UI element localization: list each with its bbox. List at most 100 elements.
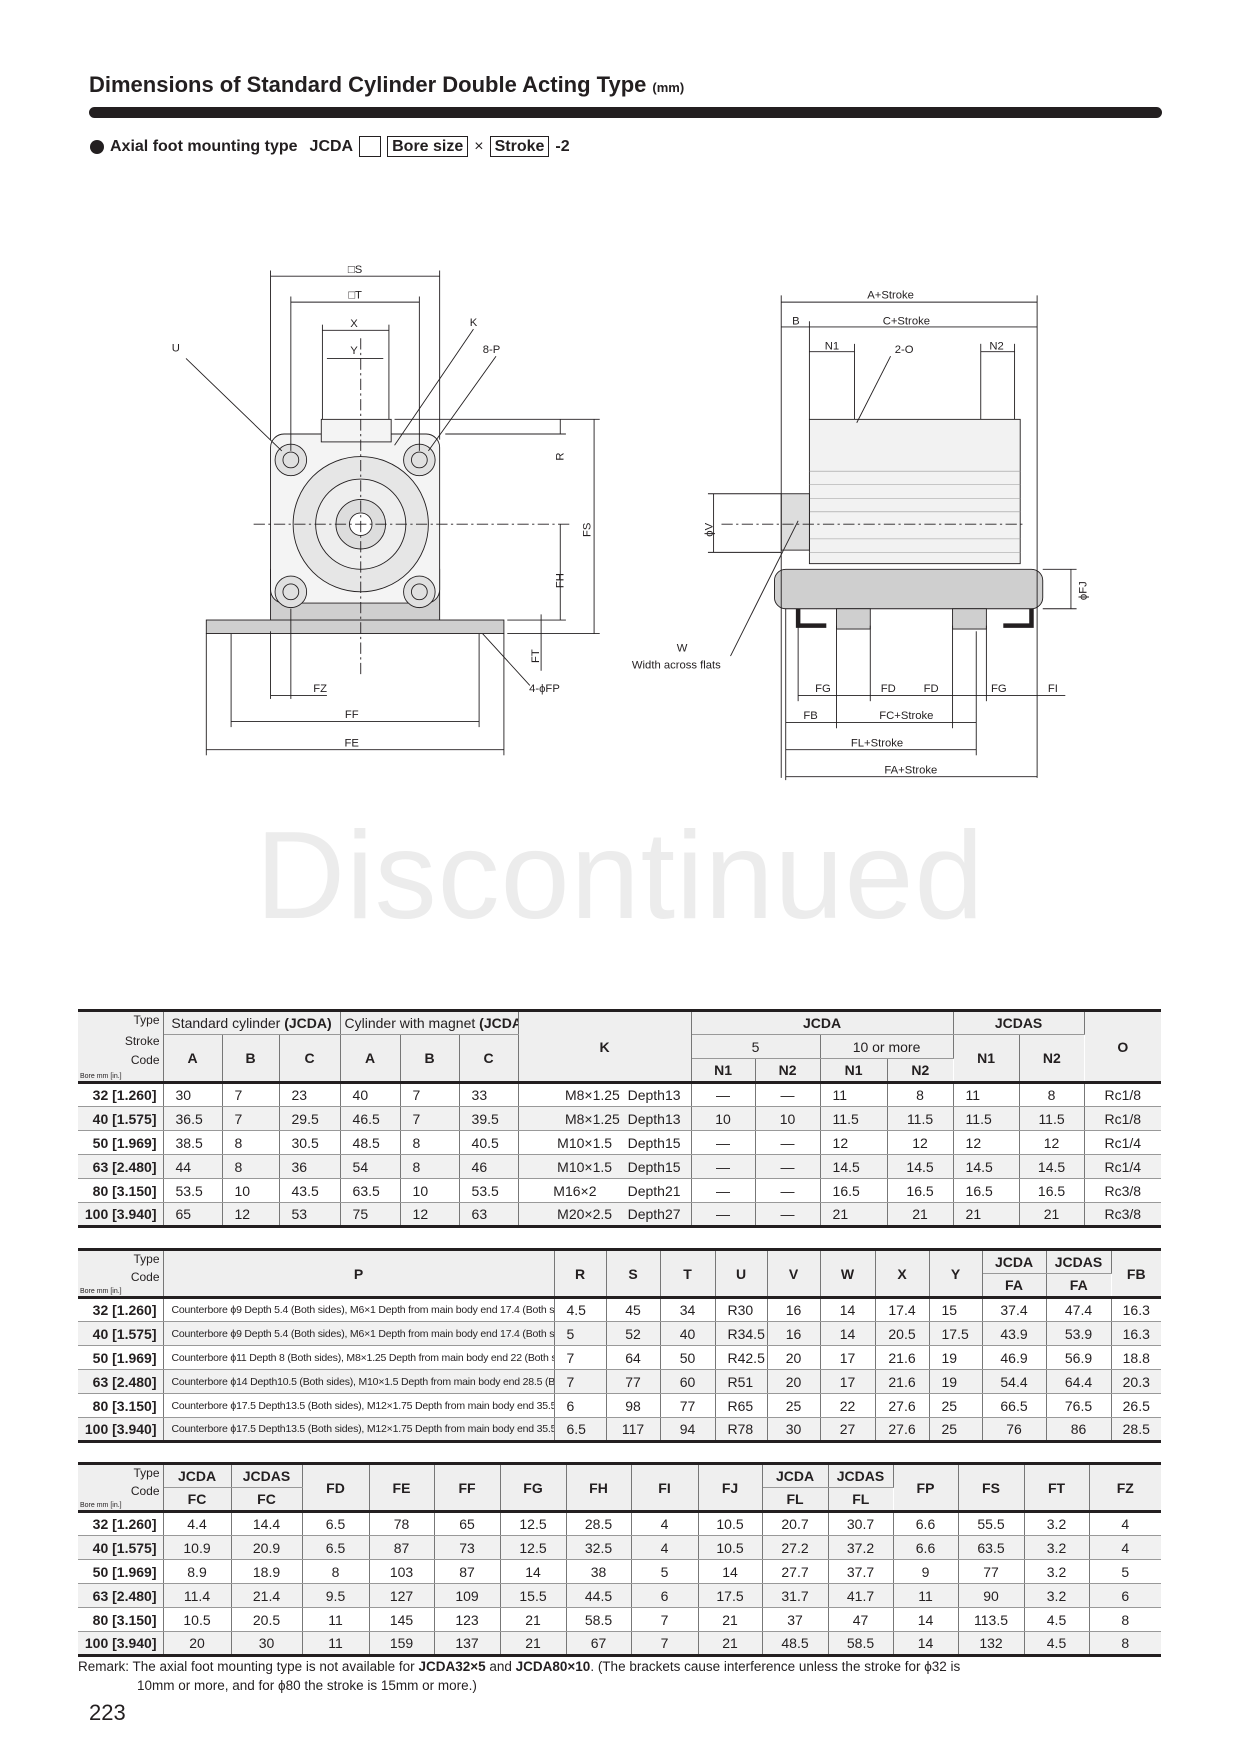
col-B: B xyxy=(222,1034,280,1084)
table-cell: 21 xyxy=(500,1631,567,1657)
table-cell: 58.5 xyxy=(566,1607,632,1632)
table-cell: R65 xyxy=(715,1393,768,1418)
table-cell: 117 xyxy=(606,1417,661,1443)
table-cell: 10 xyxy=(222,1178,280,1203)
col-N2-5: N2 xyxy=(755,1058,821,1084)
table-cell: 7 xyxy=(631,1631,699,1657)
table-cell: Counterbore ϕ9 Depth 5.4 (Both sides), M… xyxy=(163,1297,555,1322)
table-cell: 10 xyxy=(691,1106,756,1131)
col-FB: FB xyxy=(1111,1249,1161,1299)
bore-size-cell: 32 [1.260] xyxy=(78,1511,164,1536)
bore-size-cell: 80 [3.150] xyxy=(78,1393,164,1418)
table-cell: 21 xyxy=(1019,1202,1085,1228)
table-cell: 14.5 xyxy=(820,1154,888,1179)
table-cell: 4 xyxy=(631,1535,699,1560)
table-cell: 14.5 xyxy=(953,1154,1020,1179)
table-cell: 20 xyxy=(767,1369,821,1394)
table-cell: — xyxy=(691,1154,756,1179)
table-cell: 64.4 xyxy=(1046,1369,1112,1394)
col-N1-10: N1 xyxy=(820,1058,888,1084)
table-cell: M8×1.25 Depth13 xyxy=(518,1082,692,1107)
col-T: T xyxy=(660,1249,716,1299)
table-cell: 37.4 xyxy=(982,1297,1047,1322)
table-cell: Counterbore ϕ17.5 Depth13.5 (Both sides)… xyxy=(163,1417,555,1443)
table-cell: 21.6 xyxy=(875,1369,930,1394)
dim-FG-left: FG xyxy=(815,683,831,695)
dim-FE: FE xyxy=(345,737,360,749)
table-cell: 16.3 xyxy=(1111,1321,1161,1346)
table-cell: 14 xyxy=(820,1297,876,1322)
table-cell: 14 xyxy=(500,1559,567,1584)
table-cell: R42.5 xyxy=(715,1345,768,1370)
table-cell: 11 xyxy=(953,1082,1020,1107)
table-cell: 47 xyxy=(828,1607,894,1632)
table-cell: 20 xyxy=(163,1631,232,1657)
table-cell: 40 xyxy=(340,1082,401,1107)
col-N2-jcdas: N2 xyxy=(1019,1034,1085,1084)
table-cell: 30 xyxy=(767,1417,821,1443)
table-row: 100 [3.940]Counterbore ϕ17.5 Depth13.5 (… xyxy=(78,1417,1161,1443)
table-cell: 56.9 xyxy=(1046,1345,1112,1370)
dim-FF: FF xyxy=(345,709,359,721)
col-FH: FH xyxy=(566,1463,632,1513)
dimension-drawing: □S □T X Y U K 8-P R FS FH FT FZ FF FE 4-… xyxy=(172,264,1090,781)
col-N2-10: N2 xyxy=(887,1058,954,1084)
col-W: W xyxy=(820,1249,876,1299)
col-Y: Y xyxy=(929,1249,983,1299)
table-cell: 28.5 xyxy=(1111,1417,1161,1443)
table-cell: 46.5 xyxy=(340,1106,401,1131)
col-FP: FP xyxy=(893,1463,959,1513)
col-V: V xyxy=(767,1249,821,1299)
table-cell: 6.6 xyxy=(893,1511,959,1536)
table-cell: 8 xyxy=(222,1154,280,1179)
table-cell: 10.5 xyxy=(698,1535,763,1560)
col-FL-jcda: FL xyxy=(762,1487,829,1513)
table-cell: 6.6 xyxy=(893,1535,959,1560)
table-cell: 10 xyxy=(400,1178,460,1203)
table-cell: 6 xyxy=(631,1583,699,1608)
table-cell: 6.5 xyxy=(554,1417,607,1443)
table-cell: Rc1/8 xyxy=(1084,1082,1162,1107)
table-cell: — xyxy=(755,1082,821,1107)
bore-size-cell: 40 [1.575] xyxy=(78,1106,164,1131)
jcdas-header: JCDAS xyxy=(1046,1249,1112,1274)
table-cell: 18.9 xyxy=(231,1559,303,1584)
table-cell: 87 xyxy=(369,1535,435,1560)
col-FC-jcda: FC xyxy=(163,1487,232,1513)
table-cell: 30 xyxy=(231,1631,303,1657)
dim-W-desc: Width across flats xyxy=(632,659,721,671)
table-cell: 6.5 xyxy=(302,1511,370,1536)
table-cell: 27 xyxy=(820,1417,876,1443)
table-cell: 30.5 xyxy=(279,1130,341,1155)
dim-C-stroke: C+Stroke xyxy=(883,316,930,328)
table-cell: 44 xyxy=(163,1154,223,1179)
table-cell: 50 xyxy=(660,1345,716,1370)
remark-note: Remark: The axial foot mounting type is … xyxy=(78,1659,961,1693)
table-cell: 65 xyxy=(434,1511,501,1536)
col-FE: FE xyxy=(369,1463,435,1513)
table-cell: 16.3 xyxy=(1111,1297,1161,1322)
table-cell: 6 xyxy=(554,1393,607,1418)
table-cell: 16.5 xyxy=(820,1178,888,1203)
table-cell: 4 xyxy=(1089,1511,1161,1536)
table-cell: 39.5 xyxy=(459,1106,519,1131)
table-cell: 103 xyxy=(369,1559,435,1584)
col-P: P xyxy=(163,1249,555,1299)
table-cell: 21 xyxy=(698,1607,763,1632)
table-row: 63 [2.480]Counterbore ϕ14 Depth10.5 (Bot… xyxy=(78,1369,1161,1394)
table-cell: 65 xyxy=(163,1202,223,1228)
table-cell: 11 xyxy=(302,1607,370,1632)
table-cell: 37 xyxy=(762,1607,829,1632)
bore-size-cell: 40 [1.575] xyxy=(78,1535,164,1560)
table-cell: — xyxy=(755,1178,821,1203)
table-cell: 53.9 xyxy=(1046,1321,1112,1346)
model-prefix: JCDA xyxy=(309,137,354,155)
